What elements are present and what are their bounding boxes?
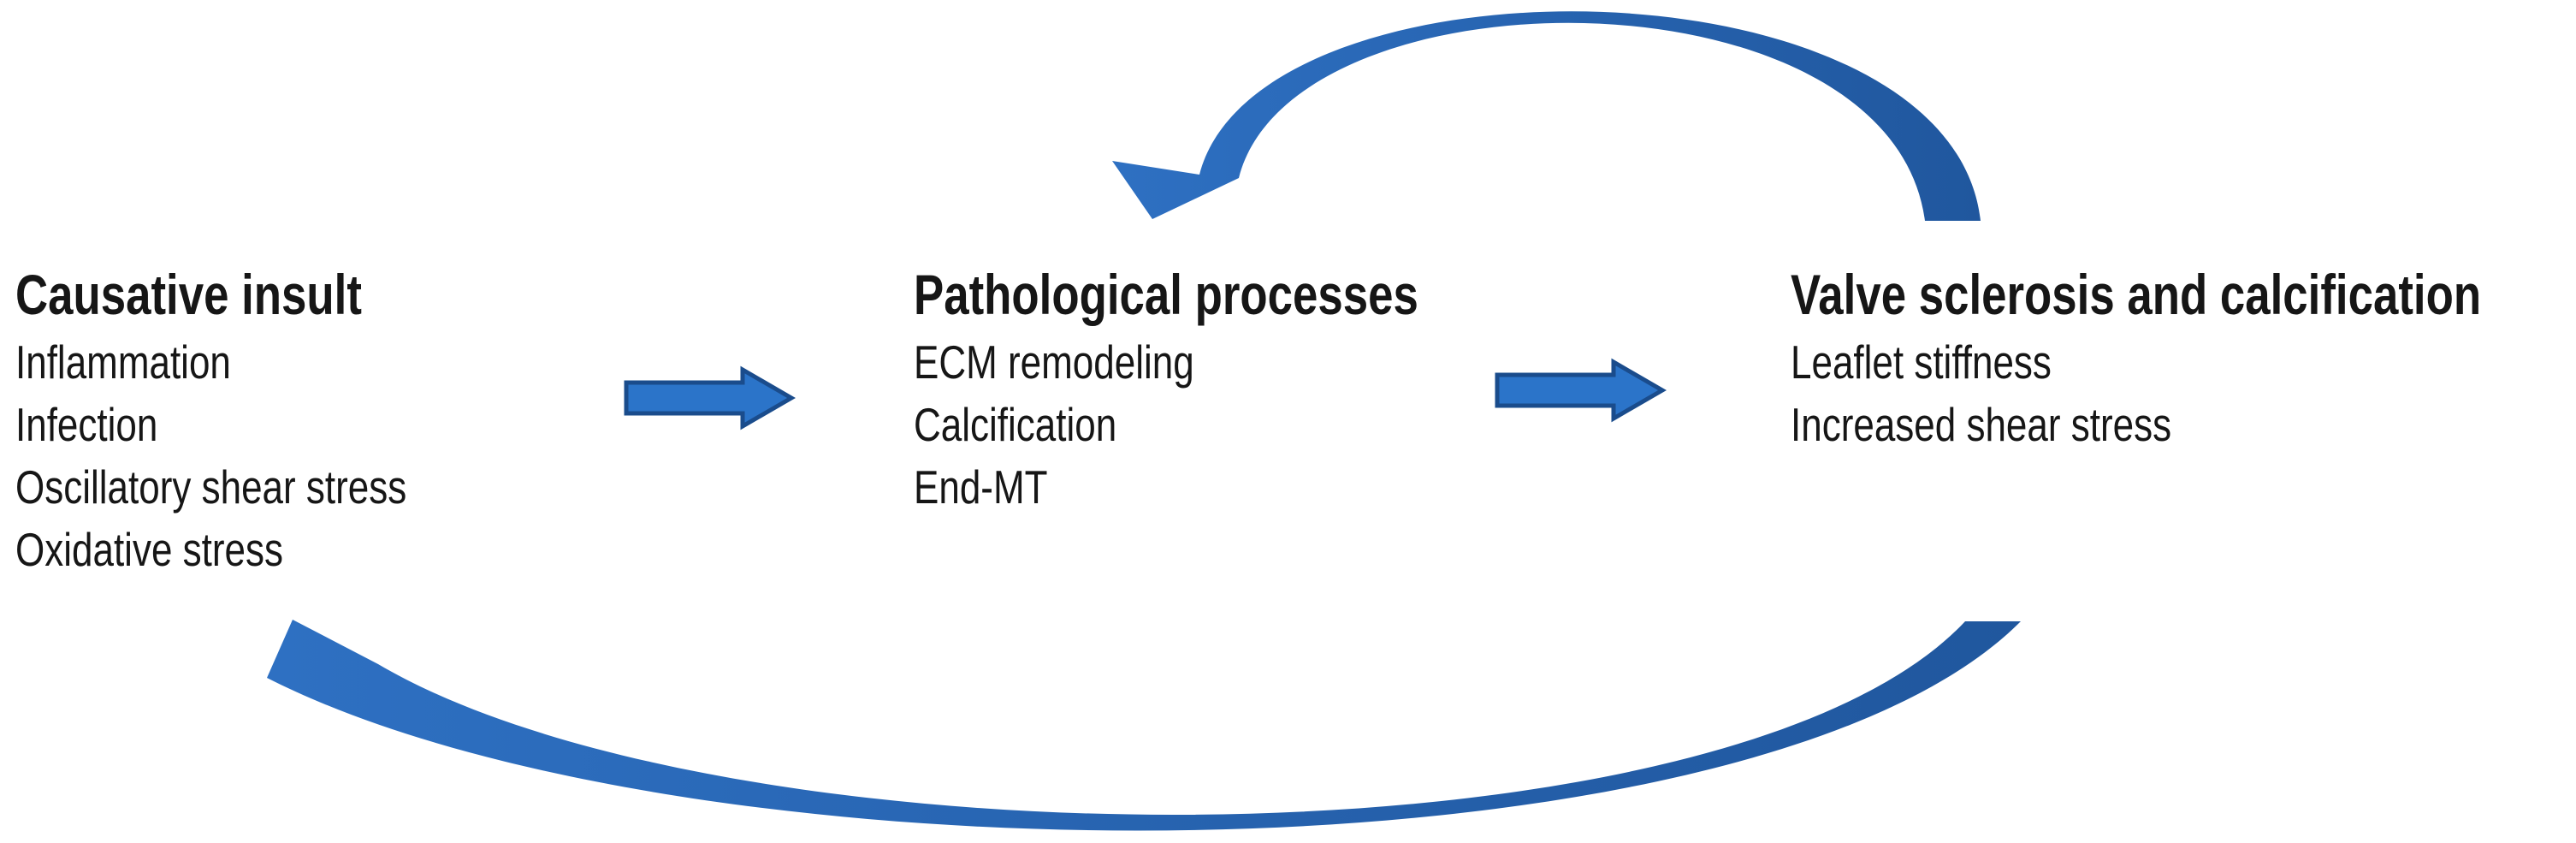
list-item: End-MT bbox=[914, 460, 1048, 514]
list-item: Increased shear stress bbox=[1791, 398, 2172, 451]
right-arrow-pathological-to-valve bbox=[1495, 358, 1667, 423]
column-valve-sclerosis: Valve sclerosis and calcification Leafle… bbox=[1791, 258, 2481, 456]
column-causative-insult: Causative insult Inflammation Infection … bbox=[15, 258, 406, 581]
list-item: Oxidative stress bbox=[15, 523, 283, 576]
column-header: Causative insult bbox=[15, 263, 362, 326]
column-header: Pathological processes bbox=[914, 263, 1418, 326]
list-item: Oscillatory shear stress bbox=[15, 460, 407, 514]
column-pathological-processes: Pathological processes ECM remodeling Ca… bbox=[914, 258, 1418, 519]
list-item: Calcification bbox=[914, 398, 1117, 451]
list-item: Leaflet stiffness bbox=[1791, 335, 2052, 389]
list-item: Inflammation bbox=[15, 335, 231, 389]
curved-feedback-arrow-bottom bbox=[267, 620, 2021, 831]
list-item: ECM remodeling bbox=[914, 335, 1194, 389]
list-item: Infection bbox=[15, 398, 158, 451]
curved-feedback-arrow-top bbox=[1112, 11, 1981, 221]
column-header: Valve sclerosis and calcification bbox=[1791, 263, 2482, 326]
right-arrow-causative-to-pathological bbox=[624, 365, 796, 430]
